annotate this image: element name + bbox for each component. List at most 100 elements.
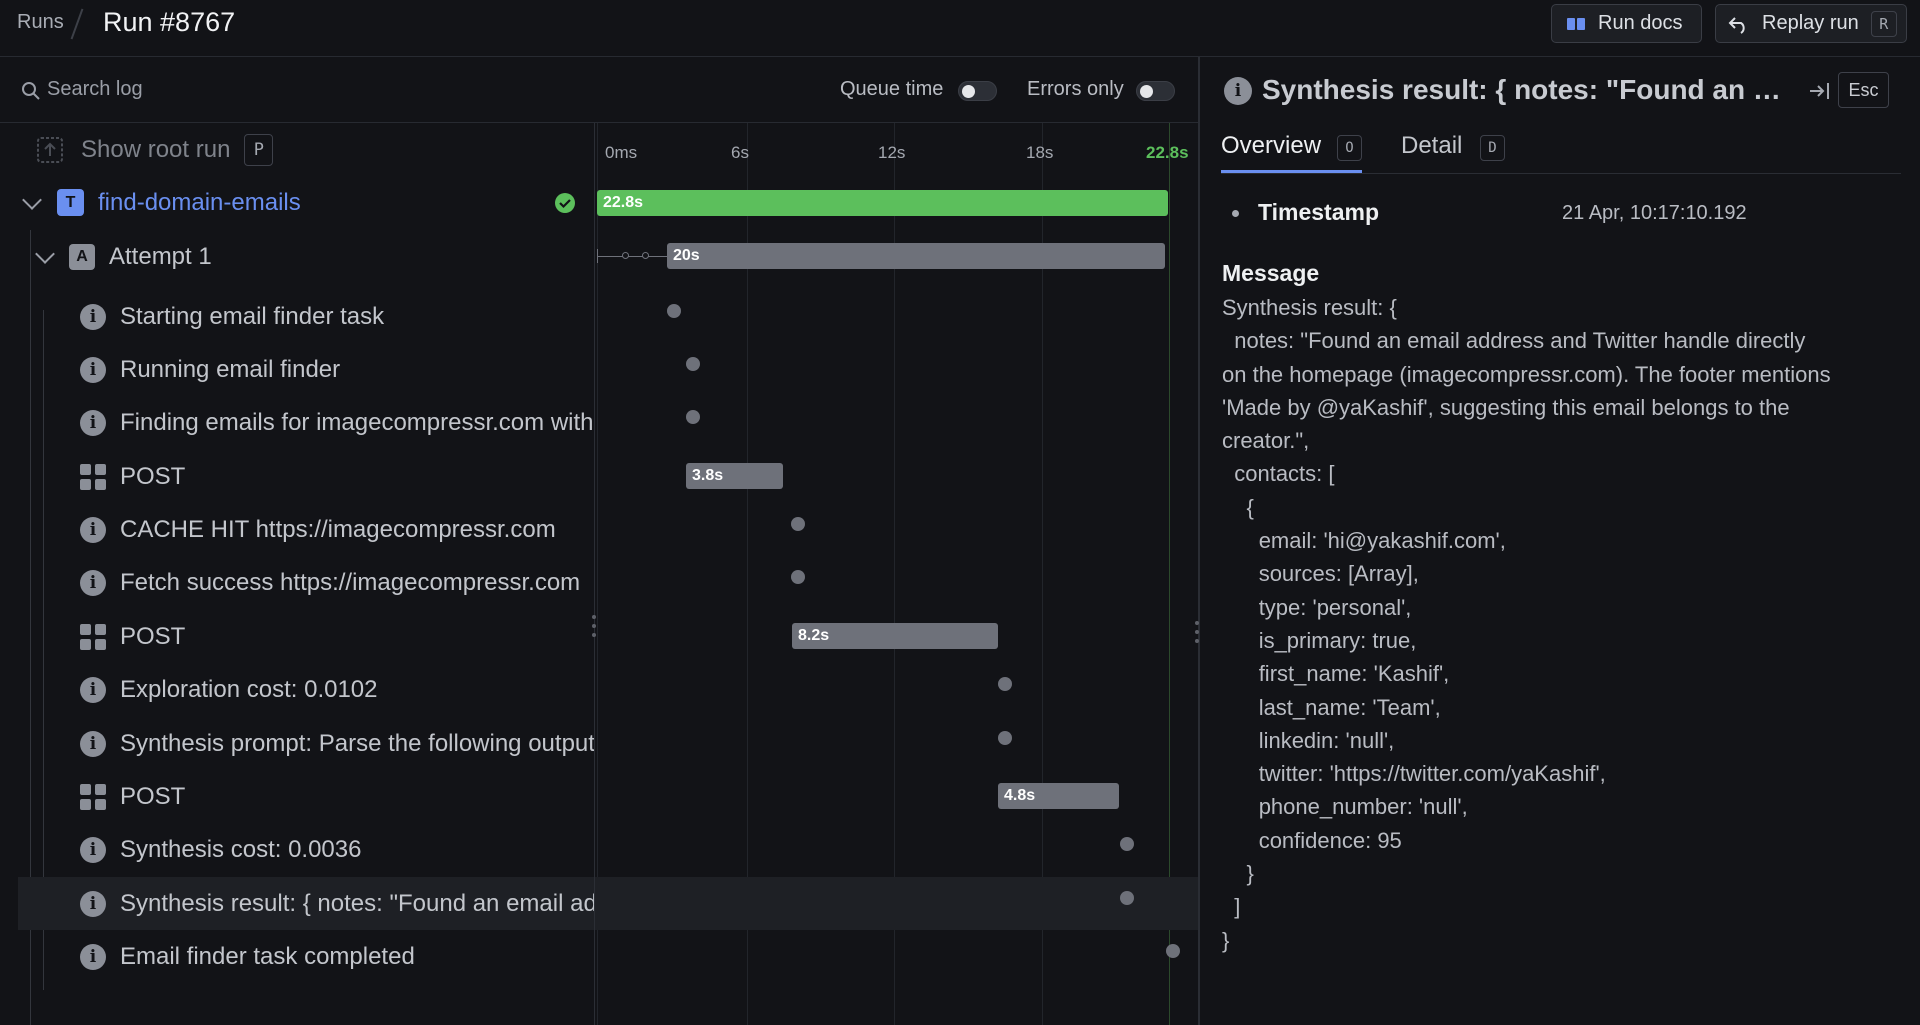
trace-event-label: Running email finder [120, 355, 341, 383]
info-icon: i [80, 676, 106, 703]
chevron-down-icon[interactable] [35, 243, 55, 264]
post-span-bar[interactable]: 4.8s [998, 783, 1119, 809]
run-docs-button[interactable]: Run docs [1551, 4, 1702, 43]
errors-only-label: Errors only [1027, 78, 1124, 100]
errors-only-toggle[interactable] [1136, 81, 1175, 101]
trace-event-label: Synthesis cost: 0.0036 [120, 835, 362, 863]
post-span-bar[interactable]: 8.2s [792, 623, 998, 649]
queue-time-toggle[interactable] [958, 81, 997, 101]
book-icon [1567, 17, 1585, 30]
breadcrumb-runs[interactable]: Runs [17, 11, 64, 33]
timeline-tick-label: 22.8s [1146, 143, 1189, 162]
trace-event-label: Fetch success https://imagecompressr.com [120, 568, 581, 596]
event-marker[interactable] [998, 731, 1012, 745]
post-span-bar[interactable]: 3.8s [686, 463, 783, 489]
timeline-tick-label: 0ms [605, 143, 638, 162]
grid-icon [80, 623, 106, 650]
trace-event-row[interactable]: POST [0, 610, 594, 663]
replay-run-button[interactable]: Replay run R [1715, 4, 1907, 43]
trace-event-label: Starting email finder task [120, 302, 385, 330]
timeline-gridline [597, 123, 598, 1025]
top-bar: Runs Run #8767 Run docs Replay run R [0, 0, 1920, 57]
info-icon: i [80, 356, 106, 383]
task-badge: T [57, 189, 84, 216]
queue-time-label: Queue time [840, 78, 944, 100]
info-icon: i [80, 409, 106, 436]
event-marker[interactable] [667, 304, 681, 318]
event-marker[interactable] [791, 570, 805, 584]
queue-marker [597, 249, 598, 263]
show-root-run-label: Show root run [81, 135, 231, 163]
info-icon: i [1224, 77, 1252, 105]
queue-connector [597, 256, 667, 257]
replay-icon [1728, 16, 1745, 34]
info-icon: i [80, 730, 106, 757]
trace-event-row[interactable]: i Finding emails for imagecompressr.com w… [0, 396, 594, 449]
inspector-pane: i Synthesis result: { notes: "Found an e… [1200, 57, 1920, 1025]
event-marker[interactable] [998, 677, 1012, 691]
timestamp-value: 21 Apr, 10:17:10.192 [1562, 202, 1747, 224]
event-marker[interactable] [791, 517, 805, 531]
root-run-row[interactable]: T find-domain-emails [0, 176, 594, 229]
grid-icon [80, 463, 106, 490]
trace-event-row[interactable]: i Fetch success https://imagecompressr.co… [0, 556, 594, 609]
message-body: Synthesis result: { notes: "Found an ema… [1222, 295, 1831, 953]
tab-overview-key: O [1337, 135, 1362, 161]
selected-row-highlight [595, 877, 1198, 930]
tab-overview[interactable]: Overview [1221, 132, 1322, 159]
timeline-gridline [747, 123, 748, 1025]
grid-icon [80, 783, 106, 810]
trace-event-label: POST [120, 462, 186, 490]
trace-event-label: Email finder task completed [120, 942, 415, 970]
upload-icon [37, 136, 63, 163]
attempt-span-bar[interactable]: 20s [667, 243, 1165, 269]
info-icon: i [80, 569, 106, 596]
event-marker[interactable] [1120, 837, 1134, 851]
message-label: Message [1222, 260, 1320, 286]
breadcrumb-separator [70, 8, 84, 40]
root-span-bar[interactable]: 22.8s [597, 190, 1168, 216]
collapse-panel-icon[interactable] [1808, 80, 1832, 102]
trace-event-row[interactable]: POST [0, 450, 594, 503]
search-input[interactable]: Search log [47, 78, 143, 100]
trace-event-row[interactable]: i Running email finder [0, 343, 594, 396]
event-marker[interactable] [686, 410, 700, 424]
chevron-down-icon[interactable] [22, 189, 42, 210]
trace-event-label: CACHE HIT https://imagecompressr.com [120, 515, 556, 543]
trace-tree: Show root run P T find-domain-emails A A… [0, 123, 594, 1025]
timeline-tick-label: 18s [1026, 143, 1054, 162]
attempt-badge: A [69, 243, 95, 270]
esc-key[interactable]: Esc [1838, 72, 1889, 108]
trace-event-label: Finding emails for imagecompressr.com wi… [120, 408, 594, 436]
timeline-tick-label: 6s [731, 143, 749, 162]
attempt-label: Attempt 1 [109, 242, 212, 270]
attempt-row[interactable]: A Attempt 1 [0, 230, 212, 1025]
tree-resize-handle[interactable] [592, 615, 596, 641]
timestamp-label: Timestamp [1258, 199, 1380, 225]
show-root-shortcut-key: P [244, 133, 274, 166]
trace-event-row[interactable]: i Exploration cost: 0.0102 [0, 663, 594, 716]
tab-divider [1221, 173, 1901, 174]
show-root-run-row[interactable]: Show root run P [36, 123, 274, 176]
timeline-gridline [894, 123, 895, 1025]
timeline-gridline [1169, 123, 1170, 1025]
active-tab-indicator [1221, 170, 1362, 173]
trace-event-label: Exploration cost: 0.0102 [120, 675, 378, 703]
trace-event-row[interactable]: POST [0, 770, 594, 823]
pane-resize-handle[interactable] [1195, 57, 1200, 1025]
tab-detail[interactable]: Detail [1401, 132, 1463, 159]
search-icon [22, 82, 40, 100]
event-marker[interactable] [1166, 944, 1180, 958]
trace-event-label: Synthesis result: { notes: "Found an ema… [120, 889, 594, 917]
run-docs-label: Run docs [1598, 12, 1683, 34]
bullet [1232, 210, 1239, 217]
event-marker[interactable] [1120, 891, 1134, 905]
event-marker[interactable] [686, 357, 700, 371]
